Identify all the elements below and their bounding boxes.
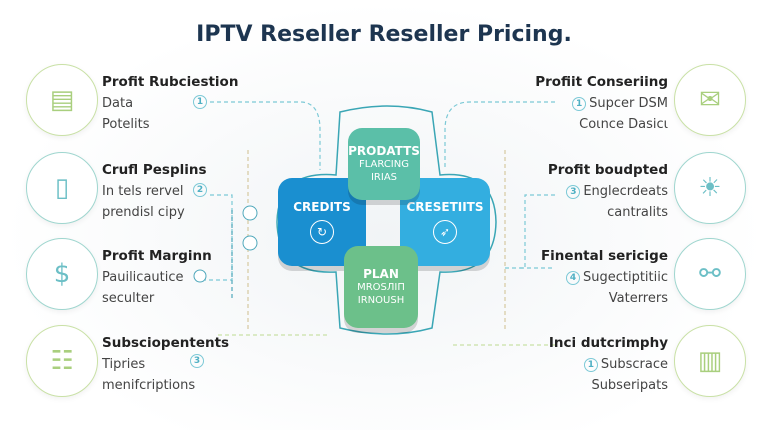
subscription-box-icon: ☷ — [50, 346, 74, 376]
rocket-icon: ➶ — [433, 220, 457, 244]
step-badge: 2 — [193, 183, 207, 197]
item-title: Profit boudpted — [547, 162, 668, 178]
step-badge: 1 — [583, 357, 598, 372]
page-title: IPTV Reseller Reseller Pricing. — [196, 22, 572, 47]
tile-prodatts[interactable]: PRODATTS FLARCING IRIAS — [348, 128, 420, 200]
item-text: Tipries — [102, 357, 146, 372]
envelope-chart-icon: ✉ — [699, 85, 721, 115]
item-text: Vaterrers — [608, 291, 668, 306]
speed-icon: ↻ — [310, 220, 334, 244]
item-title: Profit Marginn — [102, 248, 212, 264]
right-item-icon-circle: ✉ — [674, 64, 746, 136]
tile-plan[interactable]: PLAN MROSЛIΠ IRNOUSH — [344, 246, 418, 328]
item-text: Subscrace — [600, 357, 668, 372]
item-text: Data — [102, 96, 134, 111]
item-text: In tels rervel — [102, 184, 184, 199]
item-text: prendisl cipy — [102, 205, 185, 220]
left-item-icon-circle: ▤ — [26, 64, 98, 136]
item-text: Potelits — [102, 117, 150, 132]
item-text: Coιnce Dasicι — [579, 117, 668, 132]
item-text: menifcriptions — [102, 378, 196, 393]
item-title: Profiit Conseriing — [535, 74, 668, 90]
dashboard-icon: ▤ — [49, 85, 75, 115]
item-title: Finental sericige — [540, 248, 668, 264]
lightbulb-icon: ☀ — [698, 173, 722, 203]
right-item-icon-circle: ⚯ — [674, 238, 746, 310]
left-item-icon-circle: ☷ — [26, 325, 98, 397]
item-text: cantralits — [607, 205, 668, 220]
left-item-icon-circle: ▯ — [26, 152, 98, 224]
step-badge: 1 — [572, 96, 587, 111]
item-text: Englecrdeats — [583, 184, 668, 199]
item-text: Subseripats — [591, 378, 668, 393]
step-badge: 1 — [193, 95, 207, 109]
item-text: seculter — [102, 291, 155, 306]
bar-chart-icon: ▥ — [697, 346, 723, 376]
left-list-item: Crufl Pesplins In tels rervel prendisl cip… — [102, 160, 207, 223]
item-text: Pauilicautice — [102, 270, 184, 285]
step-badge: 3 — [190, 354, 204, 368]
item-text: Sugectiptitiic — [582, 270, 668, 285]
item-title: Crufl Pesplins — [102, 162, 207, 178]
left-item-icon-circle: $ — [26, 238, 98, 310]
document-icon: ▯ — [54, 173, 70, 203]
money-hand-icon: $ — [53, 259, 71, 289]
item-title: Profit Rubciestion — [102, 74, 239, 90]
item-title: Inci dutcrimphy — [548, 335, 668, 351]
right-item-icon-circle: ▥ — [674, 325, 746, 397]
item-text: Supcer DSM — [589, 96, 668, 111]
item-title: Subsciopentents — [102, 335, 230, 351]
right-item-icon-circle: ☀ — [674, 152, 746, 224]
step-badge: 4 — [565, 270, 580, 285]
step-badge: 3 — [566, 184, 581, 199]
network-icon: ⚯ — [699, 259, 721, 289]
